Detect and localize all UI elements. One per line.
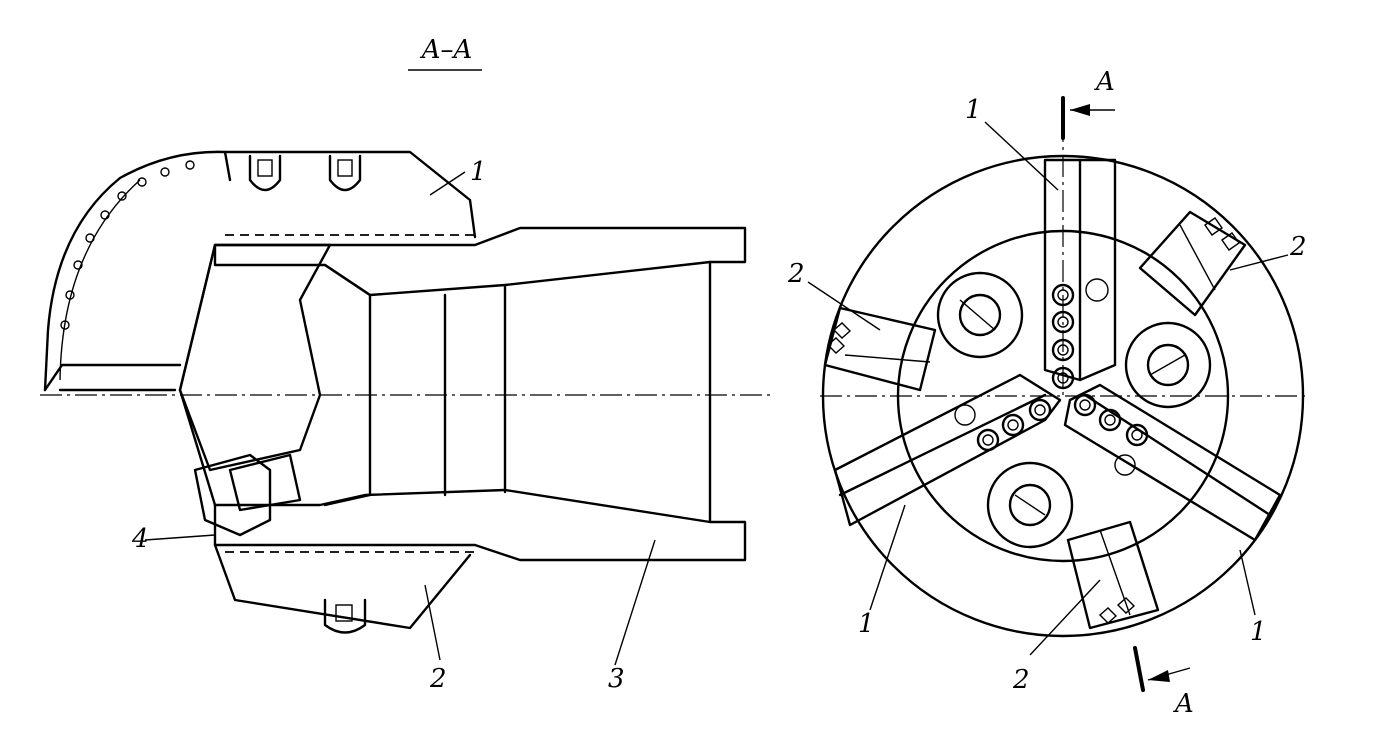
callout-1-lower-left: 1 [858, 609, 875, 639]
end-blade-left [833, 373, 1062, 527]
callout-3-section: 3 [608, 664, 625, 694]
callout-2-right: 2 [1289, 232, 1307, 262]
end-blade-top [1043, 158, 1117, 382]
diamond-inserts-arc [60, 160, 195, 330]
callout-1-section: 1 [470, 157, 487, 187]
cut-mark-top: A [1061, 67, 1115, 140]
end-nozzles [936, 271, 1212, 549]
inner-bore [323, 260, 712, 524]
nozzle-4 [193, 453, 302, 537]
callout-1-lower-right: 1 [1250, 617, 1267, 647]
callout-2-left: 2 [787, 259, 805, 289]
cut-mark-label-top: A [1094, 67, 1115, 97]
gauge-pad-upper-right [1138, 210, 1247, 317]
callout-1-top: 1 [965, 95, 982, 125]
end-view: A A 1 2 2 1 2 1 [787, 67, 1310, 719]
blade-1-top [43, 150, 477, 392]
callout-2-section: 2 [429, 664, 447, 694]
center-cutters [954, 278, 1149, 476]
end-blade-right [1063, 383, 1282, 542]
gauge-pad-bottom [1066, 520, 1160, 630]
cut-mark-label-bottom: A [1173, 689, 1194, 719]
callout-2-bottom: 2 [1012, 665, 1030, 695]
section-title: A–A [420, 35, 473, 65]
section-view: 1 4 2 3 [40, 150, 770, 694]
blade-2-bottom [213, 543, 472, 634]
crown-block [178, 243, 332, 507]
gauge-pad-left [823, 306, 937, 392]
body-3 [213, 226, 747, 562]
callout-4-section: 4 [131, 524, 149, 554]
cut-mark-bottom: A [1133, 646, 1194, 719]
